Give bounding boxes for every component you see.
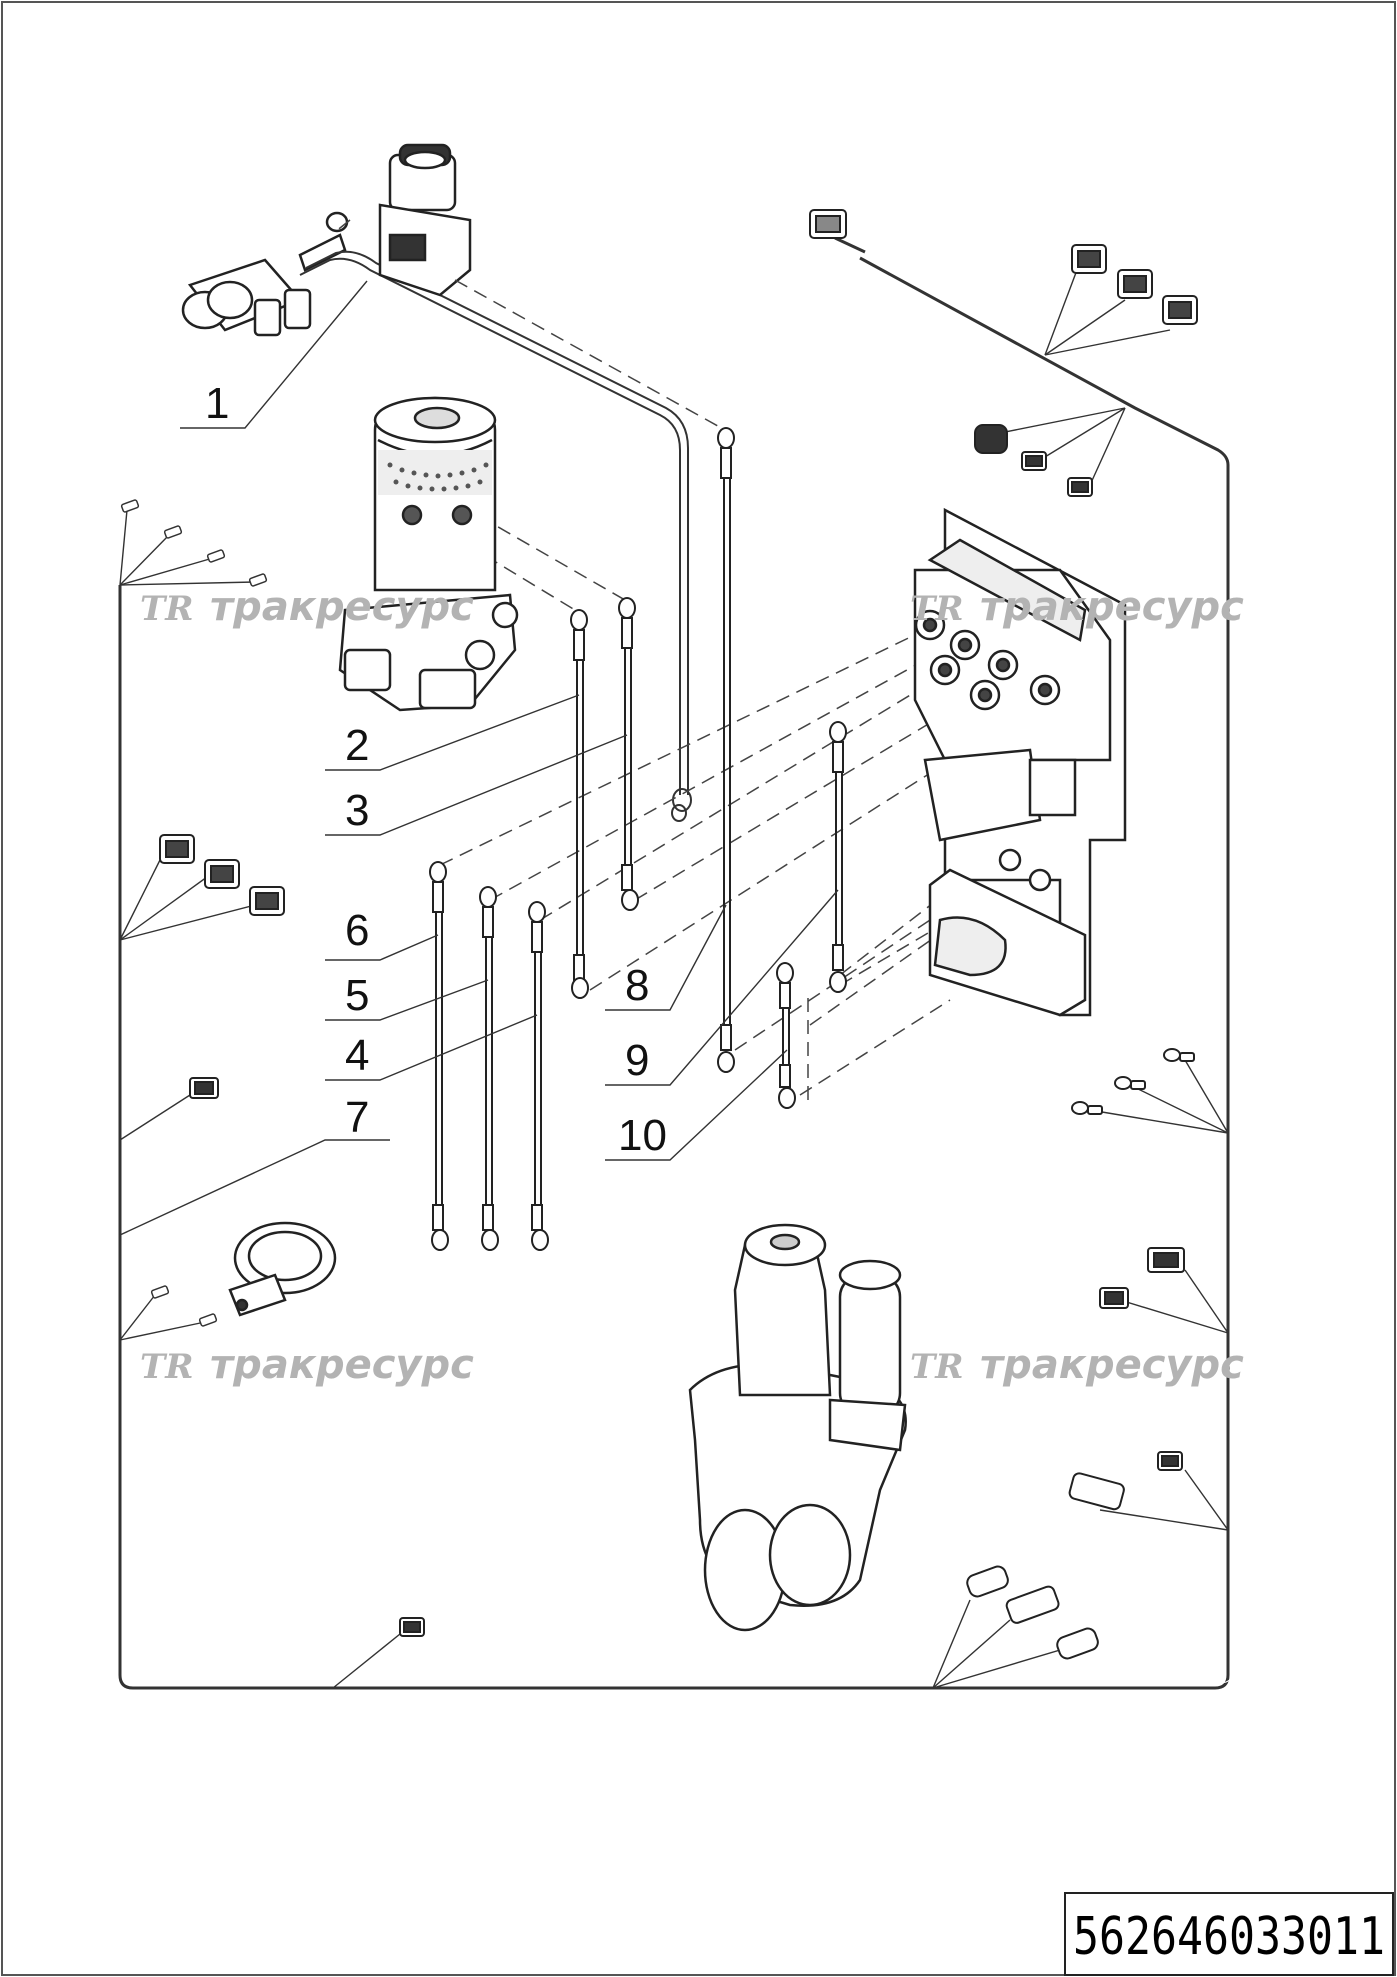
cable-8 — [717, 427, 735, 1073]
watermark-bottom-left: TR тракресурс — [140, 1342, 474, 1388]
emergency-switch — [378, 143, 472, 297]
watermark-bottom-right: TR тракресурс — [910, 1342, 1244, 1388]
callout-2: 2 — [345, 721, 369, 770]
svg-text:тракресурс: тракресурс — [980, 1342, 1244, 1388]
callout-9: 9 — [625, 1036, 649, 1085]
callout-7: 7 — [345, 1093, 369, 1142]
pump-motor — [338, 396, 519, 712]
drive-unit — [688, 1223, 907, 1632]
callout-8: 8 — [625, 961, 649, 1010]
svg-text:TR: TR — [140, 1347, 194, 1387]
callouts: 1 2 3 6 5 4 7 8 9 10 — [205, 379, 667, 1160]
callout-4: 4 — [345, 1031, 369, 1080]
part-number-box: 562646033011 — [1064, 1892, 1394, 1976]
svg-text:TR: TR — [140, 589, 194, 629]
svg-text:тракресурс: тракресурс — [210, 584, 474, 630]
cable-9 — [829, 721, 847, 993]
cable-3 — [618, 597, 639, 911]
main-harness — [118, 236, 1234, 1690]
connector-housings — [159, 209, 1198, 1660]
watermark-top-left: TR тракресурс — [140, 584, 474, 630]
watermark-top-right: TR тракресурс — [910, 584, 1244, 630]
cable-2 — [570, 609, 589, 999]
svg-text:TR: TR — [910, 1347, 964, 1387]
ring-terminals-right — [1071, 1048, 1195, 1115]
battery-connector-assembly — [181, 211, 349, 337]
callout-5: 5 — [345, 971, 369, 1020]
cable-10 — [776, 962, 796, 1109]
cable-6 — [429, 861, 449, 1251]
cable-1 — [299, 250, 692, 822]
controller-plate — [913, 507, 1127, 1017]
callout-10: 10 — [618, 1111, 667, 1160]
small-terminals — [120, 499, 268, 1327]
cables — [429, 427, 847, 1251]
svg-text:TR: TR — [910, 589, 964, 629]
watermarks: TR тракресурс TR тракресурс TR тракресур… — [140, 584, 1244, 1388]
cable-5 — [479, 886, 499, 1251]
callout-3: 3 — [345, 786, 369, 835]
callout-1: 1 — [205, 379, 229, 428]
callout-6: 6 — [345, 906, 369, 955]
part-number: 562646033011 — [1073, 1907, 1385, 1967]
horn — [228, 1221, 337, 1317]
svg-text:тракресурс: тракресурс — [210, 1342, 474, 1388]
callout-leaders — [119, 280, 839, 1236]
svg-text:тракресурс: тракресурс — [980, 584, 1244, 630]
cable-4 — [528, 901, 549, 1251]
left-branches — [119, 261, 1229, 1689]
